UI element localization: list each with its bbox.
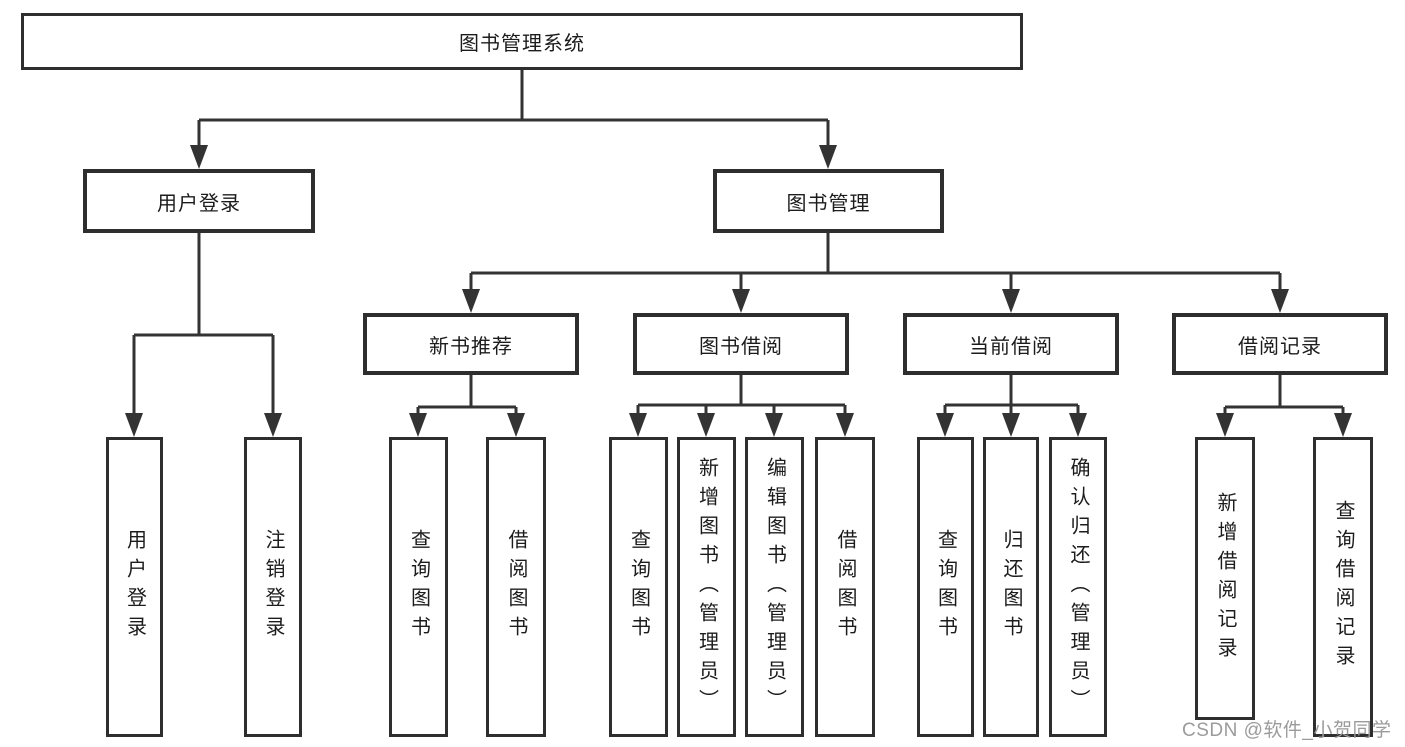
node-book-management: 图书管理 (713, 169, 944, 233)
node-current-confirm-return: 确认归还（管理员） (1049, 437, 1107, 737)
node-records-add-label: 新增借阅记录 (1214, 491, 1236, 666)
node-current-borrow: 当前借阅 (903, 313, 1119, 375)
node-borrow-add-book: 新增图书（管理员） (677, 437, 736, 737)
node-records-add: 新增借阅记录 (1195, 437, 1255, 720)
connector-user-login (132, 233, 275, 416)
node-root: 图书管理系统 (21, 13, 1023, 70)
node-user-login: 用户登录 (83, 169, 315, 233)
node-new-book-recommend-label: 新书推荐 (429, 335, 513, 358)
connector-book-mgmt (469, 233, 1282, 292)
node-rec-borrow-book: 借阅图书 (486, 437, 546, 737)
node-borrow-query-book: 查询图书 (609, 437, 668, 737)
node-current-query-book: 查询图书 (917, 437, 974, 737)
connector-borrow-records (1223, 375, 1345, 416)
node-borrow-query-book-label: 查询图书 (627, 529, 650, 645)
connector-new-book (416, 375, 518, 416)
node-login-leaf: 用户登录 (106, 437, 163, 737)
node-logout-leaf: 注销登录 (244, 437, 302, 737)
node-borrow-edit-book-label: 编辑图书（管理员） (763, 456, 786, 718)
node-new-book-recommend: 新书推荐 (363, 313, 579, 375)
node-current-return-book: 归还图书 (983, 437, 1039, 737)
node-rec-borrow-book-label: 借阅图书 (505, 529, 527, 645)
node-book-borrow: 图书借阅 (633, 313, 849, 375)
node-current-query-book-label: 查询图书 (934, 529, 957, 645)
csdn-watermark: CSDN @软件_小贺同学 (1182, 720, 1392, 741)
node-borrow-records: 借阅记录 (1172, 313, 1388, 375)
node-borrow-do-borrow-label: 借阅图书 (834, 529, 856, 645)
connector-current-borrow (943, 375, 1080, 416)
node-current-return-book-label: 归还图书 (1000, 529, 1022, 645)
node-borrow-add-book-label: 新增图书（管理员） (695, 456, 718, 718)
node-records-query-label: 查询借阅记录 (1332, 500, 1354, 674)
node-login-leaf-label: 用户登录 (123, 529, 146, 645)
node-user-login-label: 用户登录 (157, 192, 241, 215)
node-current-confirm-return-label: 确认归还（管理员） (1067, 456, 1089, 718)
node-borrow-do-borrow: 借阅图书 (815, 437, 875, 737)
node-logout-leaf-label: 注销登录 (262, 529, 284, 645)
node-root-label: 图书管理系统 (459, 33, 585, 55)
node-borrow-records-label: 借阅记录 (1238, 335, 1322, 358)
connector-book-borrow (636, 375, 847, 416)
arrowheads (125, 145, 1352, 437)
node-borrow-edit-book: 编辑图书（管理员） (745, 437, 804, 737)
node-current-borrow-label: 当前借阅 (969, 335, 1053, 358)
node-rec-query-book: 查询图书 (389, 437, 448, 737)
node-book-borrow-label: 图书借阅 (699, 335, 783, 358)
node-records-query: 查询借阅记录 (1313, 437, 1373, 737)
node-book-management-label: 图书管理 (786, 192, 871, 215)
node-rec-query-book-label: 查询图书 (407, 529, 430, 645)
connector-root (197, 70, 830, 148)
